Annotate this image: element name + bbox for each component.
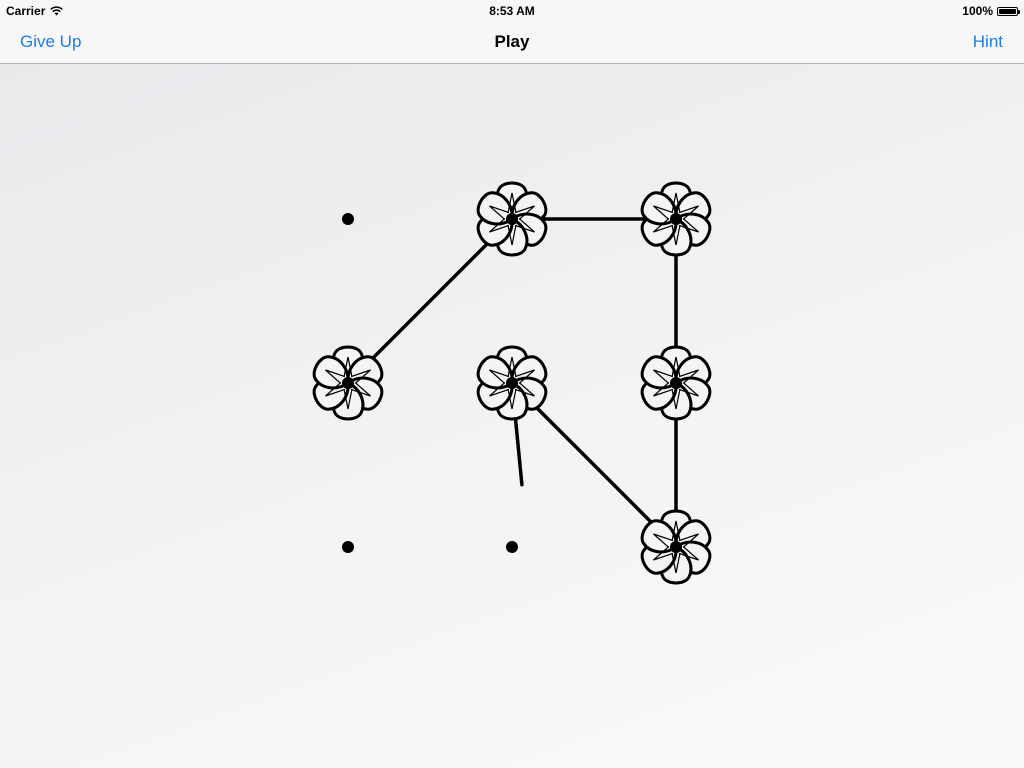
petal-vein [489, 218, 509, 233]
petal-vein [515, 369, 535, 384]
flower-icon[interactable] [637, 509, 714, 585]
carrier-indicator: Carrier [6, 4, 64, 18]
petal-vein [515, 218, 535, 233]
navigation-bar: Give Up Play Hint [0, 20, 1024, 64]
flower-center [506, 377, 518, 389]
flower-icon[interactable] [637, 345, 714, 421]
connection-line [510, 381, 678, 549]
petal-vein [653, 533, 673, 548]
petal-vein [515, 382, 535, 397]
game-board[interactable] [0, 64, 1024, 768]
grid-nodes [309, 181, 714, 585]
flower-center [670, 213, 682, 225]
petal-vein [515, 205, 535, 220]
petal-vein [671, 356, 681, 378]
petal-vein [653, 369, 673, 384]
flower-icon[interactable] [473, 181, 550, 257]
petal-vein [507, 224, 517, 246]
petal-vein [679, 369, 699, 384]
flower-center [670, 377, 682, 389]
flower-icon[interactable] [473, 345, 550, 421]
petal-vein [671, 192, 681, 214]
petal-vein [325, 382, 345, 397]
petal-vein [653, 205, 673, 220]
petal-vein [671, 520, 681, 542]
flower-icon[interactable] [309, 345, 386, 421]
status-time: 8:53 AM [489, 4, 535, 18]
petal-vein [507, 192, 517, 214]
petal-vein [653, 382, 673, 397]
battery-percent: 100% [962, 4, 993, 18]
status-bar: Carrier 8:53 AM 100% [0, 0, 1024, 20]
petal-vein [679, 546, 699, 561]
petal-vein [343, 388, 353, 410]
petal-vein [679, 218, 699, 233]
empty-node-dot[interactable] [506, 541, 518, 553]
battery-indicator: 100% [962, 4, 1020, 18]
give-up-button[interactable]: Give Up [20, 32, 82, 51]
carrier-label: Carrier [6, 4, 46, 18]
battery-fill [999, 8, 1016, 14]
page-title: Play [494, 32, 530, 51]
game-board-canvas[interactable] [0, 64, 1024, 768]
flower-icon[interactable] [637, 181, 714, 257]
petal-vein [679, 205, 699, 220]
petal-vein [507, 356, 517, 378]
battery-icon [997, 6, 1020, 16]
petal-vein [351, 382, 371, 397]
petal-vein [653, 546, 673, 561]
empty-node-dot[interactable] [342, 213, 354, 225]
petal-vein [679, 533, 699, 548]
flower-center [506, 213, 518, 225]
petal-vein [653, 218, 673, 233]
petal-vein [489, 382, 509, 397]
petal-vein [489, 205, 509, 220]
petal-vein [351, 369, 371, 384]
flower-center [670, 541, 682, 553]
petal-vein [671, 388, 681, 410]
petal-vein [489, 369, 509, 384]
flower-center [342, 377, 354, 389]
petal-vein [679, 382, 699, 397]
wifi-icon [50, 6, 64, 16]
petal-vein [671, 224, 681, 246]
connection-line [346, 217, 514, 385]
empty-node-dot[interactable] [342, 541, 354, 553]
petal-vein [325, 369, 345, 384]
hint-button[interactable]: Hint [972, 32, 1003, 51]
petal-vein [671, 552, 681, 574]
petal-vein [343, 356, 353, 378]
petal-vein [507, 388, 517, 410]
